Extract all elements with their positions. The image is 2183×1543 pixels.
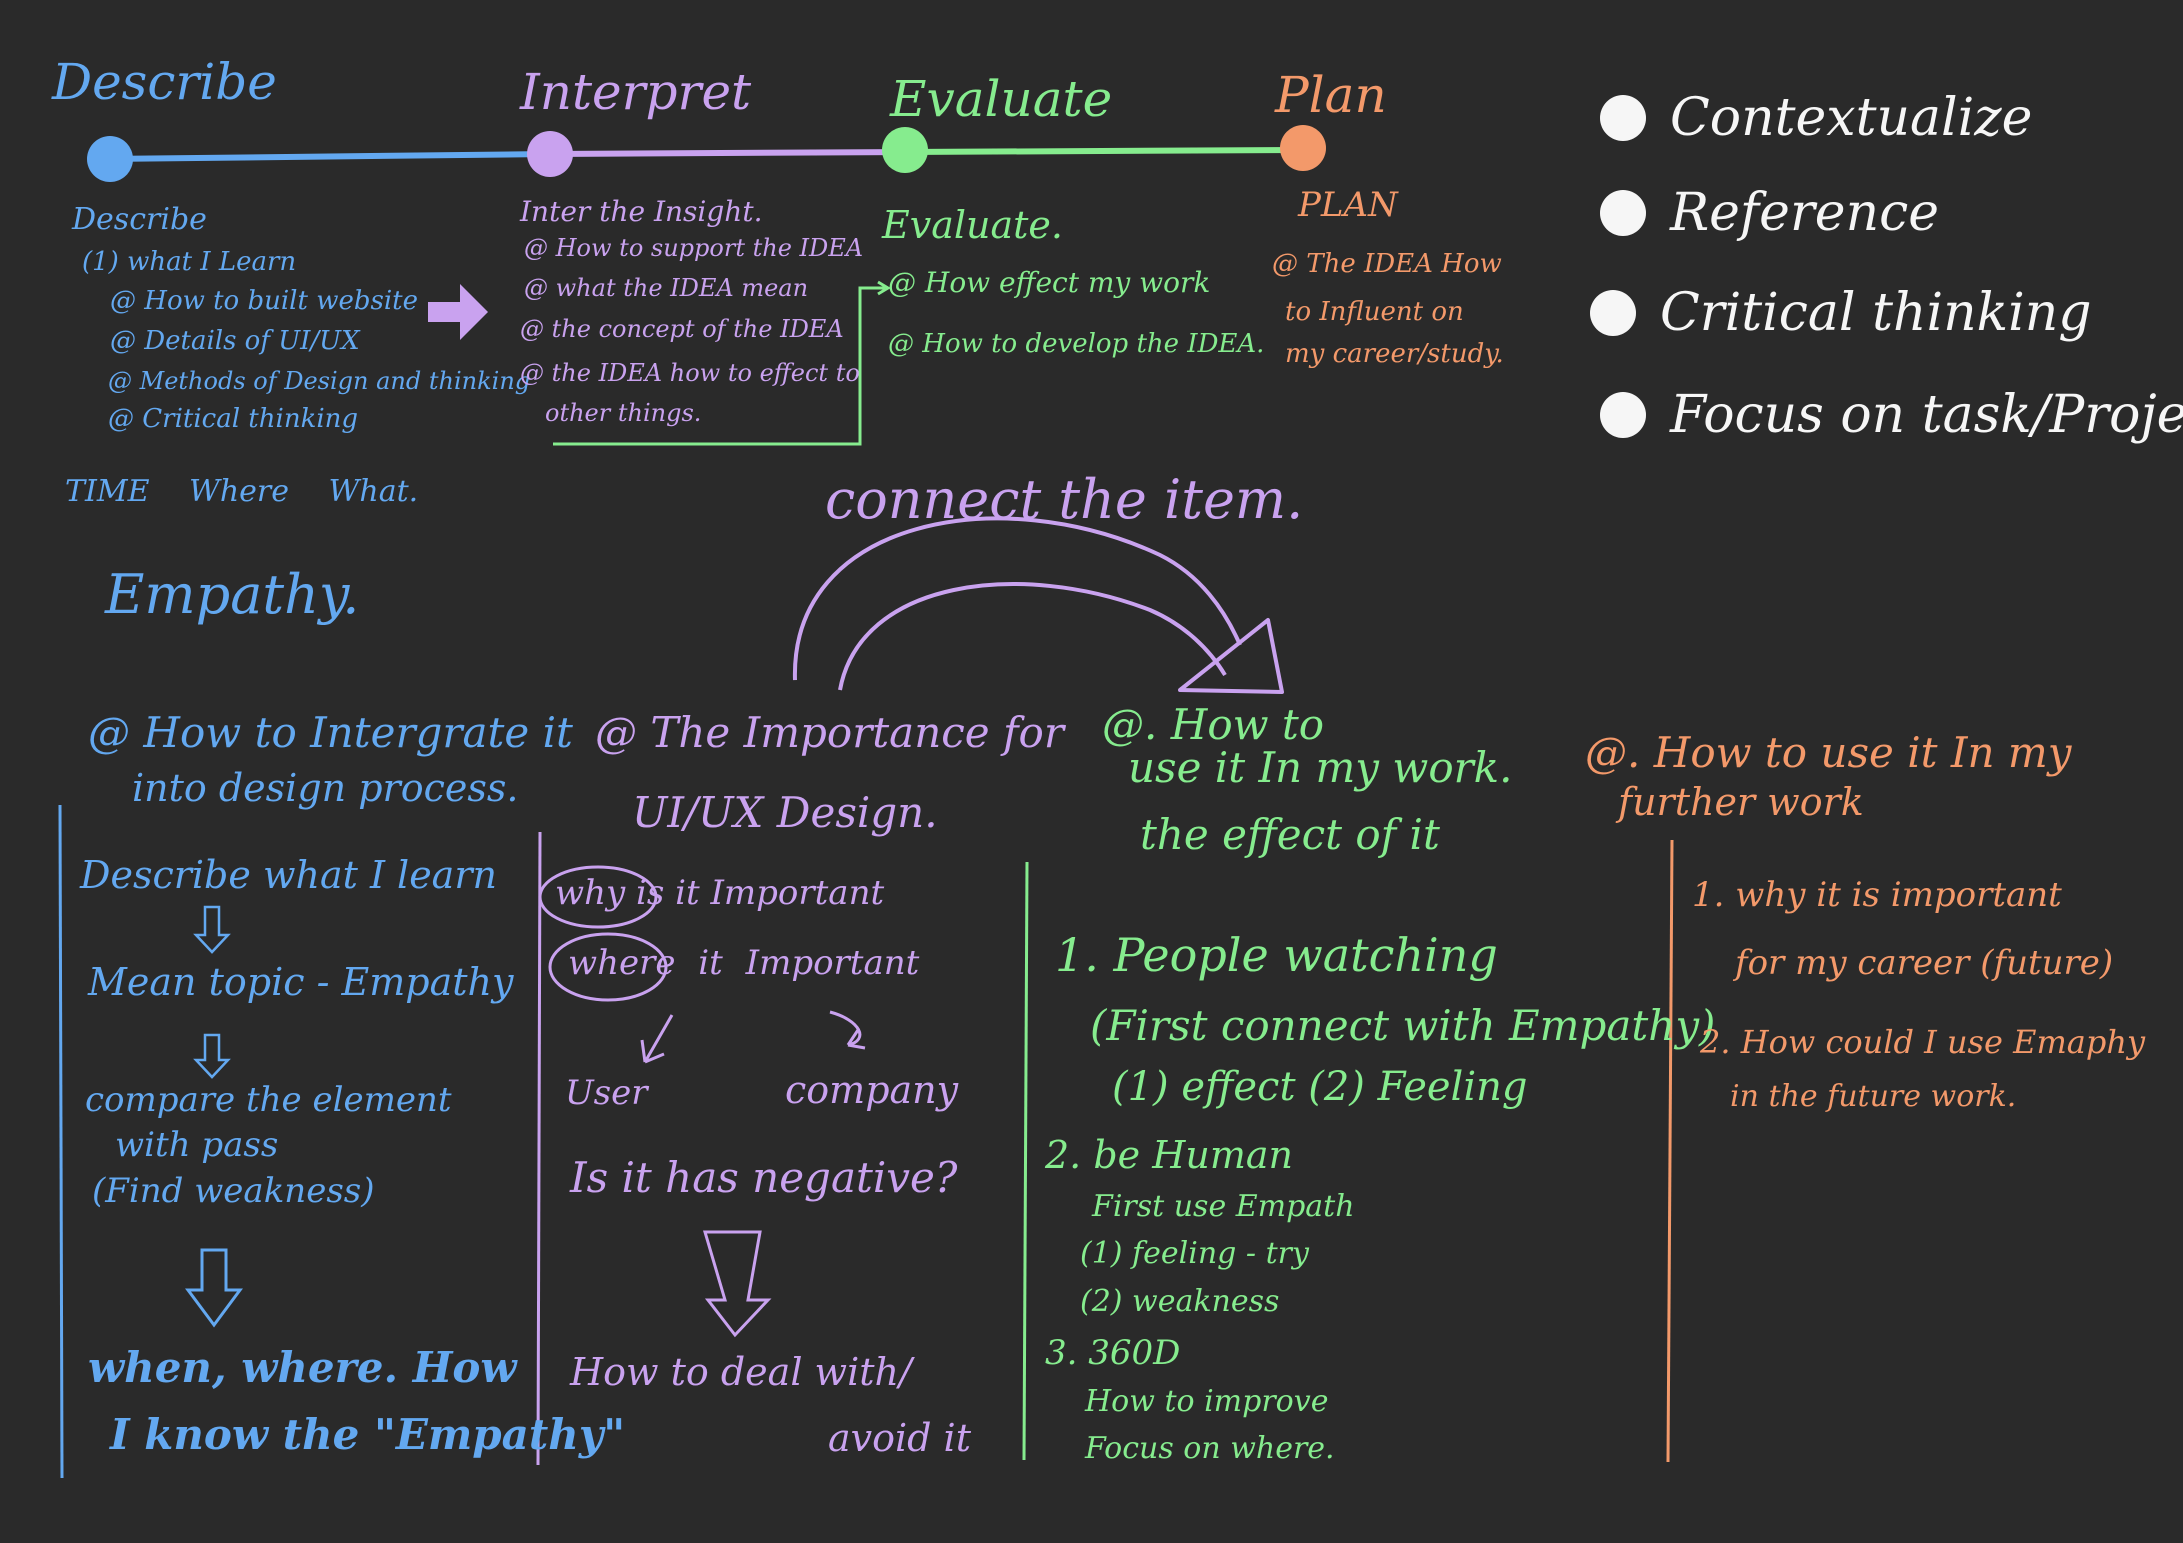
describe-note-item: @ How to built website bbox=[110, 286, 418, 316]
evaluate-notes-title: Evaluate. bbox=[882, 203, 1063, 247]
legend-item-contextualize: Contextualize bbox=[1600, 88, 2032, 148]
legend-item-reference: Reference bbox=[1600, 183, 1939, 243]
interpret-note-item: @ How to support the IDEA bbox=[524, 234, 864, 262]
col2-line: why is it Important bbox=[555, 873, 885, 913]
plan-note-item: my career/study. bbox=[1285, 339, 1504, 369]
plan-notes-title: PLAN bbox=[1298, 185, 1398, 225]
describe-notes-title: Describe bbox=[72, 202, 207, 237]
col2-line: where it Important bbox=[568, 943, 920, 983]
col3-heading: use it In my work. bbox=[1128, 743, 1513, 792]
col2-heading: @ The Importance for bbox=[595, 708, 1064, 757]
col3-line: (1) effect (2) Feeling bbox=[1112, 1064, 1528, 1110]
plan-note-item: to Influent on bbox=[1285, 297, 1464, 327]
evaluate-note-item: @ How to develop the IDEA. bbox=[888, 329, 1265, 359]
col1-step: compare the element bbox=[85, 1080, 452, 1120]
col1-step: with pass bbox=[115, 1125, 279, 1165]
plan-note-item: @ The IDEA How bbox=[1272, 249, 1502, 279]
col1-step: I know the "Empathy" bbox=[110, 1410, 626, 1459]
right-arrow-icon bbox=[428, 284, 488, 340]
interpret-note-item: @ the IDEA how to effect to bbox=[520, 359, 860, 387]
bullet-icon bbox=[1600, 95, 1646, 141]
col1-step: Describe what I learn bbox=[80, 853, 497, 897]
interpret-notes-title: Inter the Insight. bbox=[520, 195, 763, 228]
col3-heading: the effect of it bbox=[1140, 810, 1440, 859]
col4-heading: @. How to use it In my bbox=[1585, 728, 2072, 777]
bullet-icon bbox=[1600, 190, 1646, 236]
describe-note-item: @ Methods of Design and thinking bbox=[108, 367, 531, 395]
timeline-dot-plan bbox=[1280, 125, 1326, 171]
col4-line: for my career (future) bbox=[1735, 943, 2114, 983]
describe-note-item: @ Details of UI/UX bbox=[110, 326, 360, 356]
col3-heading: @. How to bbox=[1102, 700, 1325, 749]
legend-item-critical-thinking: Critical thinking bbox=[1590, 283, 2092, 343]
evaluate-note-item: @ How effect my work bbox=[888, 266, 1211, 299]
col4-line: 2. How could I use Emaphy bbox=[1700, 1023, 2146, 1061]
timeline-label-interpret: Interpret bbox=[520, 63, 752, 121]
timeline-label-evaluate: Evaluate bbox=[890, 70, 1113, 128]
col1-step: (Find weakness) bbox=[92, 1171, 375, 1211]
timeline-dot-describe bbox=[87, 136, 133, 182]
col3-line: 3. 360D bbox=[1045, 1333, 1181, 1373]
col4-heading: further work bbox=[1618, 780, 1864, 824]
describe-note-item: @ Critical thinking bbox=[108, 404, 359, 434]
col2-line: avoid it bbox=[828, 1416, 971, 1460]
col2-line: Is it has negative? bbox=[570, 1153, 958, 1202]
bullet-icon bbox=[1590, 290, 1636, 336]
col1-step: Mean topic - Empathy bbox=[88, 960, 514, 1004]
interpret-note-item: other things. bbox=[545, 399, 702, 427]
col3-line: How to improve bbox=[1085, 1384, 1329, 1419]
down-arrow-icon bbox=[185, 1248, 243, 1328]
down-arrow-icon bbox=[193, 905, 231, 954]
col1-heading: @ How to Intergrate it bbox=[88, 708, 573, 757]
col3-line: First use Empath bbox=[1092, 1189, 1355, 1224]
col2-heading: UI/UX Design. bbox=[632, 788, 938, 837]
connect-label: connect the item. bbox=[825, 468, 1304, 531]
bullet-icon bbox=[1600, 392, 1646, 438]
col3-line: (2) weakness bbox=[1080, 1284, 1280, 1319]
col3-line: Focus on where. bbox=[1085, 1431, 1335, 1466]
empathy-label: Empathy. bbox=[105, 563, 360, 626]
legend-item-focus: Focus on task/Projet bbox=[1600, 385, 2183, 445]
col1-step: when, where. How bbox=[88, 1343, 517, 1392]
timeline-label-describe: Describe bbox=[52, 53, 277, 111]
interpret-note-item: @ what the IDEA mean bbox=[524, 274, 809, 302]
col3-line: 1. People watching bbox=[1055, 928, 1498, 982]
col3-line: 2. be Human bbox=[1045, 1133, 1294, 1177]
down-arrow-icon bbox=[193, 1033, 231, 1079]
col4-line: 1. why it is important bbox=[1692, 875, 2062, 915]
col2-line: How to deal with/ bbox=[570, 1350, 912, 1394]
down-arrow-icon bbox=[702, 1230, 772, 1338]
col4-line: in the future work. bbox=[1730, 1079, 2017, 1114]
timeline-label-plan: Plan bbox=[1275, 66, 1387, 124]
describe-notes-subtitle: (1) what I Learn bbox=[82, 247, 297, 277]
col3-line: (First connect with Empathy) bbox=[1090, 1001, 1716, 1050]
col1-heading: into design process. bbox=[132, 766, 519, 810]
timeline-dot-evaluate bbox=[882, 127, 928, 173]
col2-line: company bbox=[785, 1068, 959, 1112]
describe-notes-footer: TIME Where What. bbox=[65, 474, 419, 509]
col2-line: User bbox=[565, 1073, 648, 1113]
timeline-dot-interpret bbox=[527, 131, 573, 177]
interpret-note-item: @ the concept of the IDEA bbox=[520, 315, 844, 343]
col3-line: (1) feeling - try bbox=[1080, 1236, 1309, 1271]
